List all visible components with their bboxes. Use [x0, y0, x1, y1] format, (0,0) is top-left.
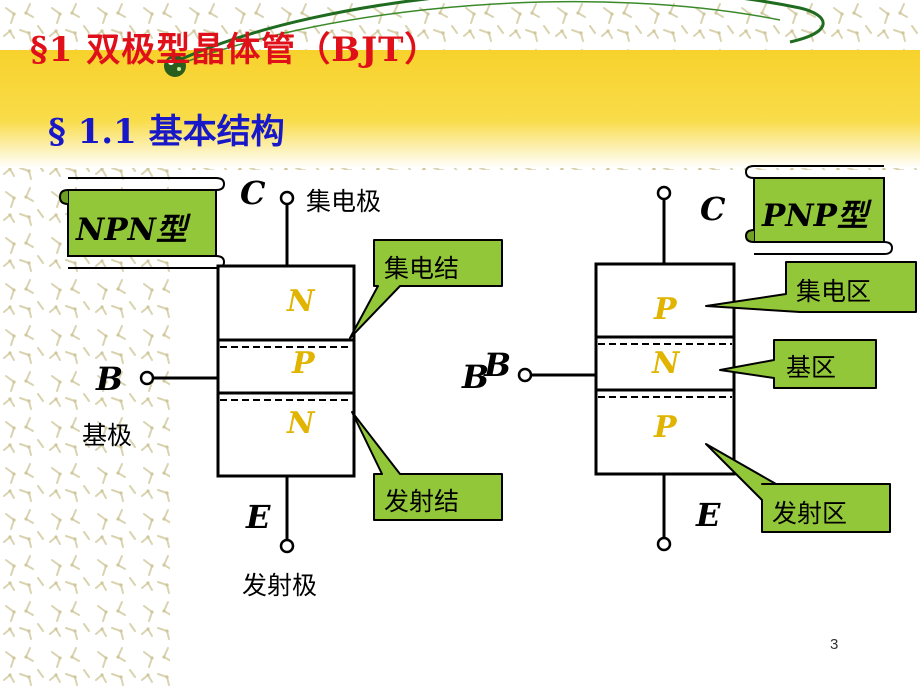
pnp-region-collector: P [654, 292, 677, 327]
npn-callout-emitter-junction [351, 411, 503, 521]
pnp-region-base: N [652, 346, 680, 381]
npn-region-collector: N [287, 284, 315, 319]
npn-callout-top-text: 集电结 [384, 254, 460, 283]
npn-region-emitter: N [287, 406, 315, 441]
npn-emitter-letter: E [246, 498, 271, 536]
npn-region-base: P [292, 346, 315, 381]
npn-collector-label: 集电极 [306, 187, 382, 216]
pnp-callout-base-region [719, 339, 877, 389]
page-number: 3 [830, 636, 839, 653]
npn-base-label: 基极 [82, 421, 133, 450]
title-band [0, 50, 920, 168]
decorative-swoosh [164, 0, 825, 77]
pnp-base-letter: B [484, 346, 512, 384]
pnp-emitter-letter: E [696, 496, 721, 534]
npn-transistor [139, 190, 356, 554]
pnp-callout-top-text: 集电区 [796, 277, 872, 306]
npn-type-label: NPN型 [76, 212, 187, 248]
pnp-callout-mid-text: 基区 [786, 353, 837, 382]
npn-emitter-label: 发射极 [242, 571, 318, 600]
section-subtitle: § 1.1 基本结构 [48, 112, 285, 152]
pnp-region-emitter: P [654, 410, 677, 445]
pnp-callout-emitter-region [705, 443, 891, 533]
npn-base-letter: B [96, 360, 124, 398]
pnp-scroll-banner [744, 165, 894, 255]
pnp-collector-letter: C [700, 190, 726, 228]
pnp-type-label: PNP型 [762, 198, 868, 234]
page-title: §1 双极型晶体管（BJT） [30, 30, 440, 70]
pnp-callout-bottom-text: 发射区 [772, 499, 848, 528]
npn-callout-bottom-text: 发射结 [384, 487, 460, 516]
pnp-base-letter-shadow: B [462, 358, 490, 396]
npn-callout-collector-junction [349, 239, 503, 339]
pnp-callout-collector-region [705, 261, 917, 313]
npn-collector-letter: C [240, 174, 266, 212]
